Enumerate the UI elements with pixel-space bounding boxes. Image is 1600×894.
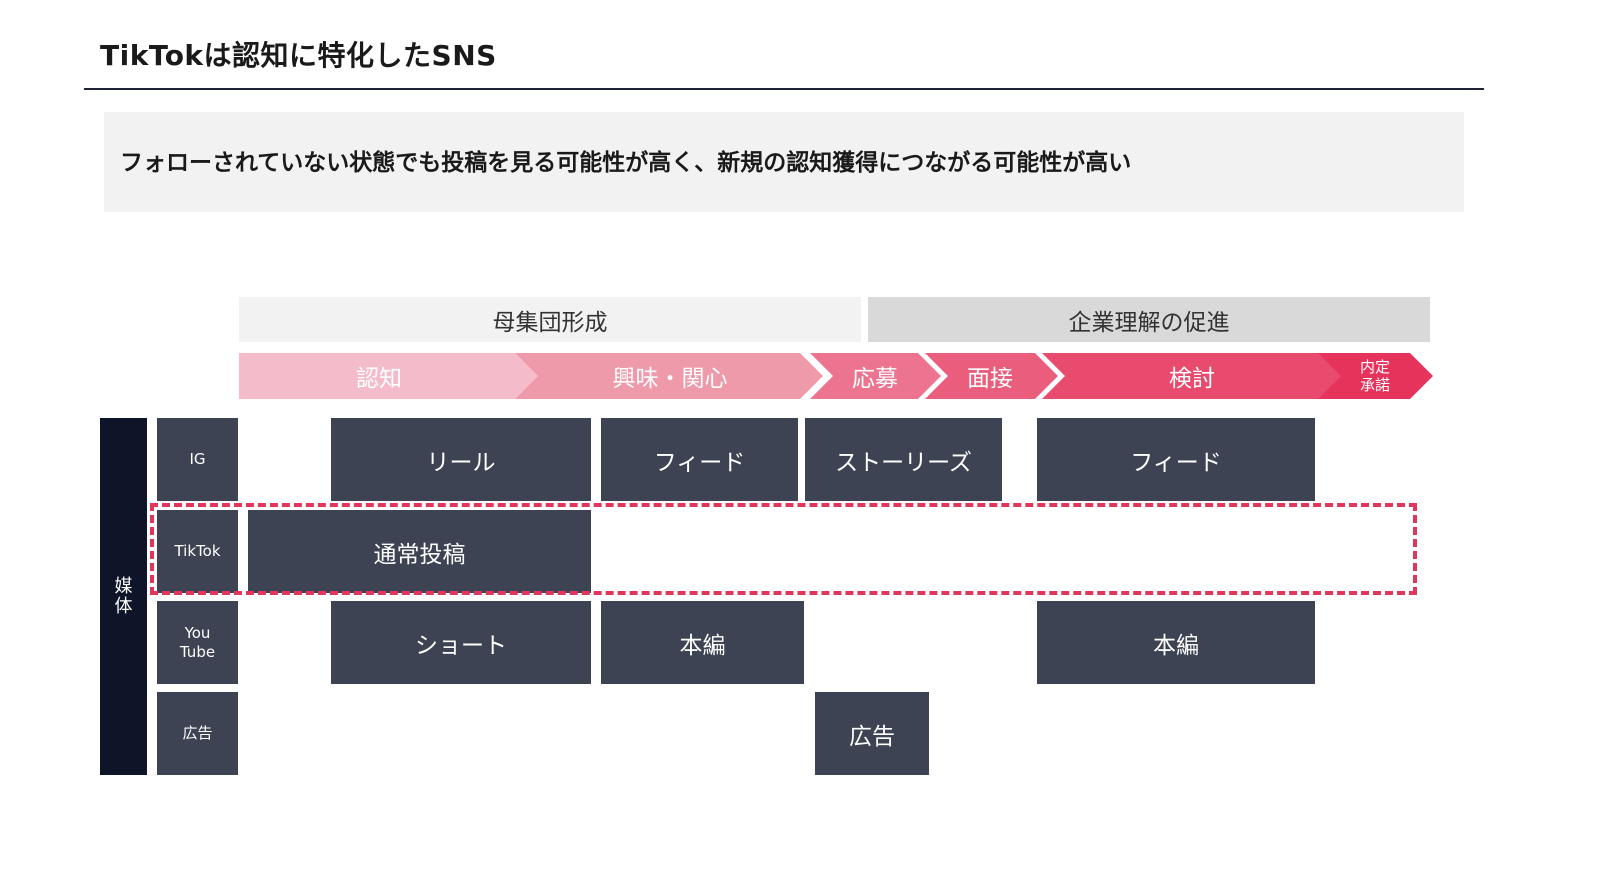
yt-main-block: 本編 [601, 601, 804, 684]
stage-arrow-awareness [239, 353, 538, 399]
row-label-ig: IG [157, 418, 238, 501]
row-label-youtube: You Tube [157, 601, 238, 684]
phase-understanding: 企業理解の促進 [868, 297, 1430, 342]
stage-arrow-offer [1318, 353, 1433, 399]
ig-feed-block: フィード [601, 418, 798, 501]
stage-awareness: 認知 [356, 366, 402, 392]
tiktok-highlight-frame [150, 503, 1417, 595]
stage-offer: 内定 承諾 [1359, 358, 1390, 394]
tiktok-post-block: 通常投稿 [248, 510, 591, 593]
row-label-ad: 広告 [157, 692, 238, 775]
stage-arrow-consider [1042, 353, 1343, 399]
ig-stories-block: ストーリーズ [805, 418, 1002, 501]
phase-population: 母集団形成 [239, 297, 861, 342]
stage-arrow-apply [810, 353, 941, 399]
page-title: TikTokは認知に特化したSNS [100, 39, 497, 72]
stage-apply: 応募 [852, 366, 898, 392]
media-bar: 媒体 [100, 418, 147, 775]
ad-block: 広告 [815, 692, 929, 775]
summary-box [104, 112, 1464, 212]
ig-reel-block: リール [331, 418, 591, 501]
stage-arrow-interest [515, 353, 823, 399]
stage-interview: 面接 [967, 366, 1013, 392]
title-divider [84, 88, 1484, 90]
ig-feed-block-2: フィード [1037, 418, 1315, 501]
stage-consider: 検討 [1169, 366, 1215, 392]
stage-interest: 興味・関心 [612, 366, 728, 392]
yt-short-block: ショート [331, 601, 591, 684]
media-label: 媒体 [114, 575, 133, 617]
stage-arrow-interview [925, 353, 1058, 399]
yt-main-block-2: 本編 [1037, 601, 1315, 684]
row-label-tiktok: TikTok [157, 510, 238, 593]
summary-text: フォローされていない状態でも投稿を見る可能性が高く、新規の認知獲得につながる可能… [120, 150, 1132, 176]
